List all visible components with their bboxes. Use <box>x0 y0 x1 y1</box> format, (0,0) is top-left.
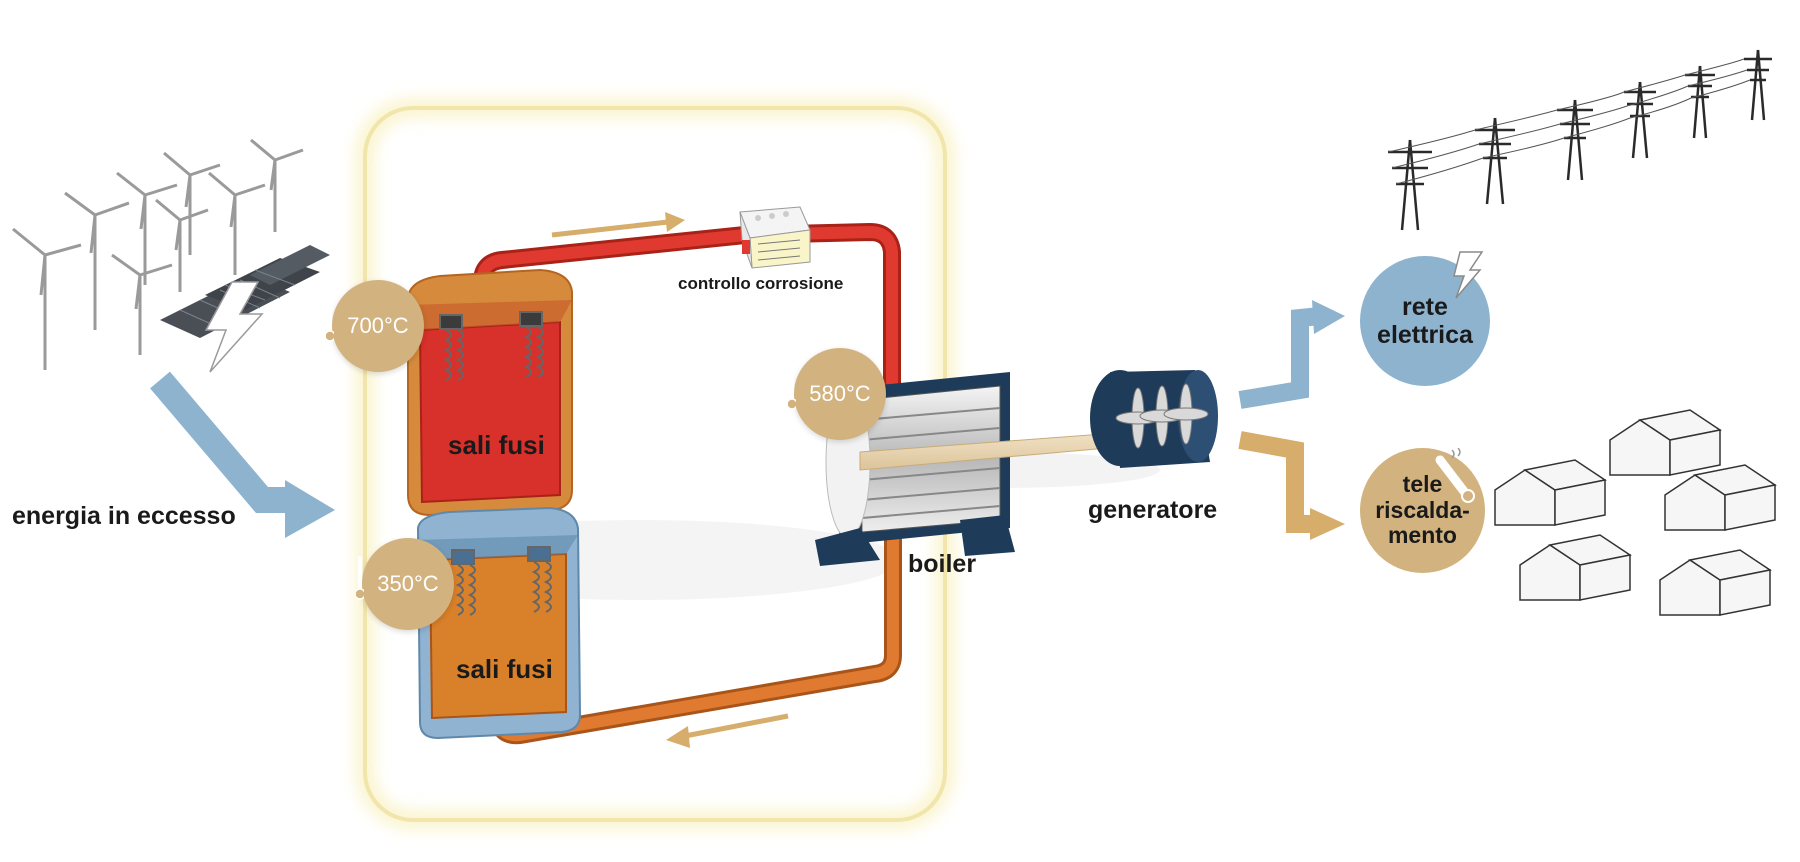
heating-label-line2: riscalda- <box>1375 496 1470 523</box>
heating-arrow <box>1238 431 1345 540</box>
district-heating-circle: tele riscalda- mento <box>1360 448 1485 573</box>
thermometer-icon <box>1435 448 1475 503</box>
temp-boiler-value: 580°C <box>809 381 871 406</box>
temp-badge-hot: 700°C <box>326 280 424 372</box>
thermometer-icon <box>356 556 364 600</box>
corrosion-control-label: controllo corrosione <box>678 274 844 293</box>
thermometer-icon <box>788 366 796 410</box>
hot-tank <box>407 268 573 517</box>
boiler-label: boiler <box>908 550 977 578</box>
corrosion-control-box <box>739 206 811 269</box>
hot-tank-label: sali fusi <box>448 430 545 460</box>
heating-label-line1: tele <box>1402 470 1443 497</box>
temp-cold-value: 350°C <box>377 571 439 596</box>
thermometer-icon <box>326 298 334 342</box>
excess-energy-arrow <box>150 371 335 538</box>
cold-tank-label: sali fusi <box>456 654 553 684</box>
heating-label-line3: mento <box>1387 522 1457 549</box>
grid-circle: rete elettrica <box>1360 256 1490 386</box>
lightning-icon <box>204 281 264 373</box>
grid-arrow <box>1238 300 1345 409</box>
temp-hot-value: 700°C <box>347 313 409 338</box>
flow-arrow-bottom <box>666 713 789 748</box>
grid-label-line1: rete <box>1402 293 1448 321</box>
power-pylon-icon <box>1387 49 1772 231</box>
flow-arrow-top <box>551 212 685 238</box>
generator <box>1090 370 1218 468</box>
temp-badge-cold: 350°C <box>356 538 454 630</box>
house-icon <box>1494 409 1777 616</box>
wind-turbine-icon <box>12 138 304 370</box>
grid-label-line2: elettrica <box>1377 321 1473 349</box>
excess-energy-label: energia in eccesso <box>12 502 236 530</box>
temp-badge-boiler: 580°C <box>788 348 886 440</box>
cold-tank <box>416 506 582 740</box>
generator-label: generatore <box>1088 496 1218 524</box>
lightning-icon <box>1453 251 1484 299</box>
